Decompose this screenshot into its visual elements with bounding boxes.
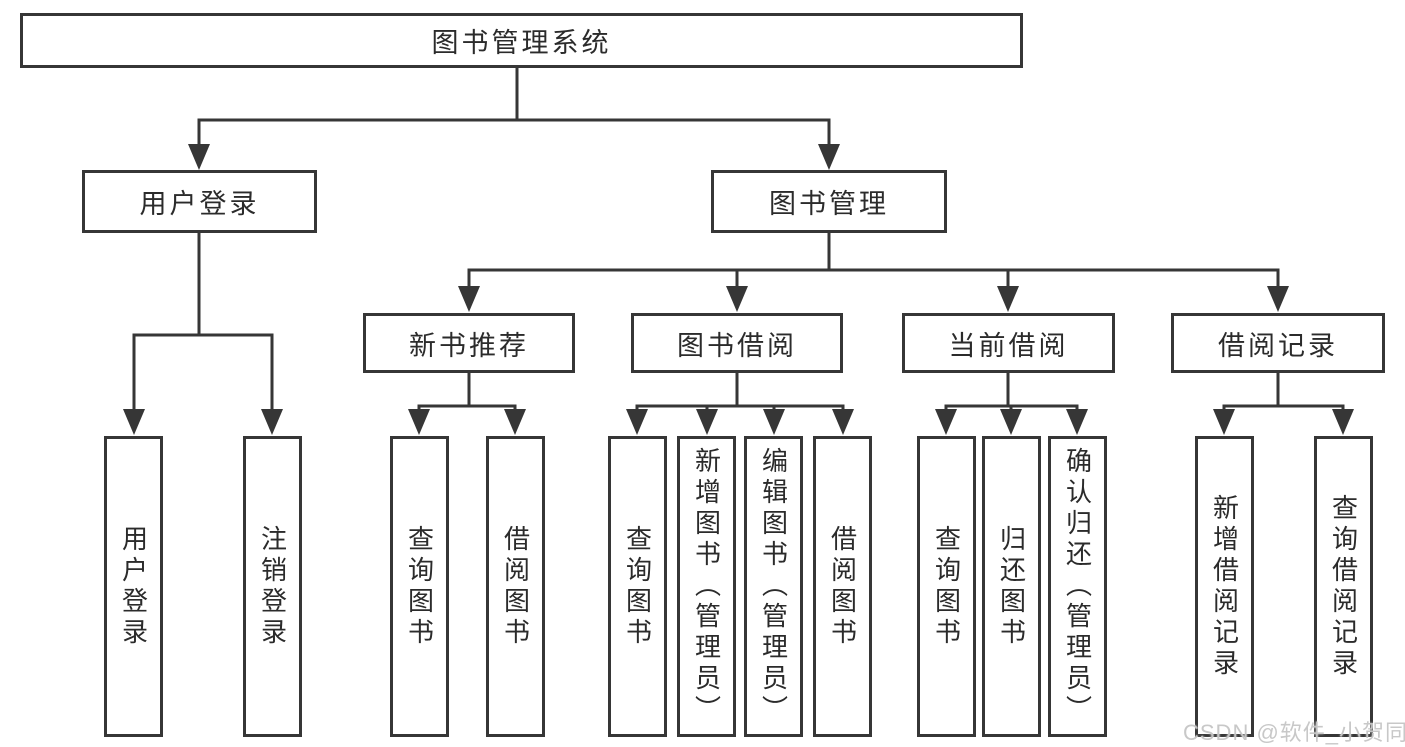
leaf-query-books-current: 查询图书 <box>917 436 976 737</box>
leaf-edit-book-admin: 编辑图书（管理员） <box>744 436 803 737</box>
node-new-book-recommendation: 新书推荐 <box>363 313 575 373</box>
node-root: 图书管理系统 <box>20 13 1023 68</box>
node-user-login: 用户登录 <box>82 170 317 233</box>
leaf-return-books: 归还图书 <box>982 436 1041 737</box>
node-book-borrowing: 图书借阅 <box>631 313 843 373</box>
node-book-management: 图书管理 <box>711 170 947 233</box>
node-current-borrowing: 当前借阅 <box>902 313 1115 373</box>
watermark: CSDN @软件_小贺同学 <box>1183 720 1405 745</box>
leaf-query-books-recommend: 查询图书 <box>390 436 449 737</box>
node-borrowing-records: 借阅记录 <box>1171 313 1385 373</box>
leaf-logout: 注销登录 <box>243 436 302 737</box>
leaf-confirm-return-admin: 确认归还（管理员） <box>1048 436 1107 737</box>
leaf-query-books-borrow: 查询图书 <box>608 436 667 737</box>
leaf-query-borrow-record: 查询借阅记录 <box>1314 436 1373 737</box>
arrowheads <box>123 144 1354 435</box>
leaf-borrow-books: 借阅图书 <box>813 436 872 737</box>
leaf-add-borrow-record: 新增借阅记录 <box>1195 436 1254 737</box>
leaf-add-book-admin: 新增图书（管理员） <box>677 436 736 737</box>
leaf-user-login: 用户登录 <box>104 436 163 737</box>
leaf-borrow-books-recommend: 借阅图书 <box>486 436 545 737</box>
